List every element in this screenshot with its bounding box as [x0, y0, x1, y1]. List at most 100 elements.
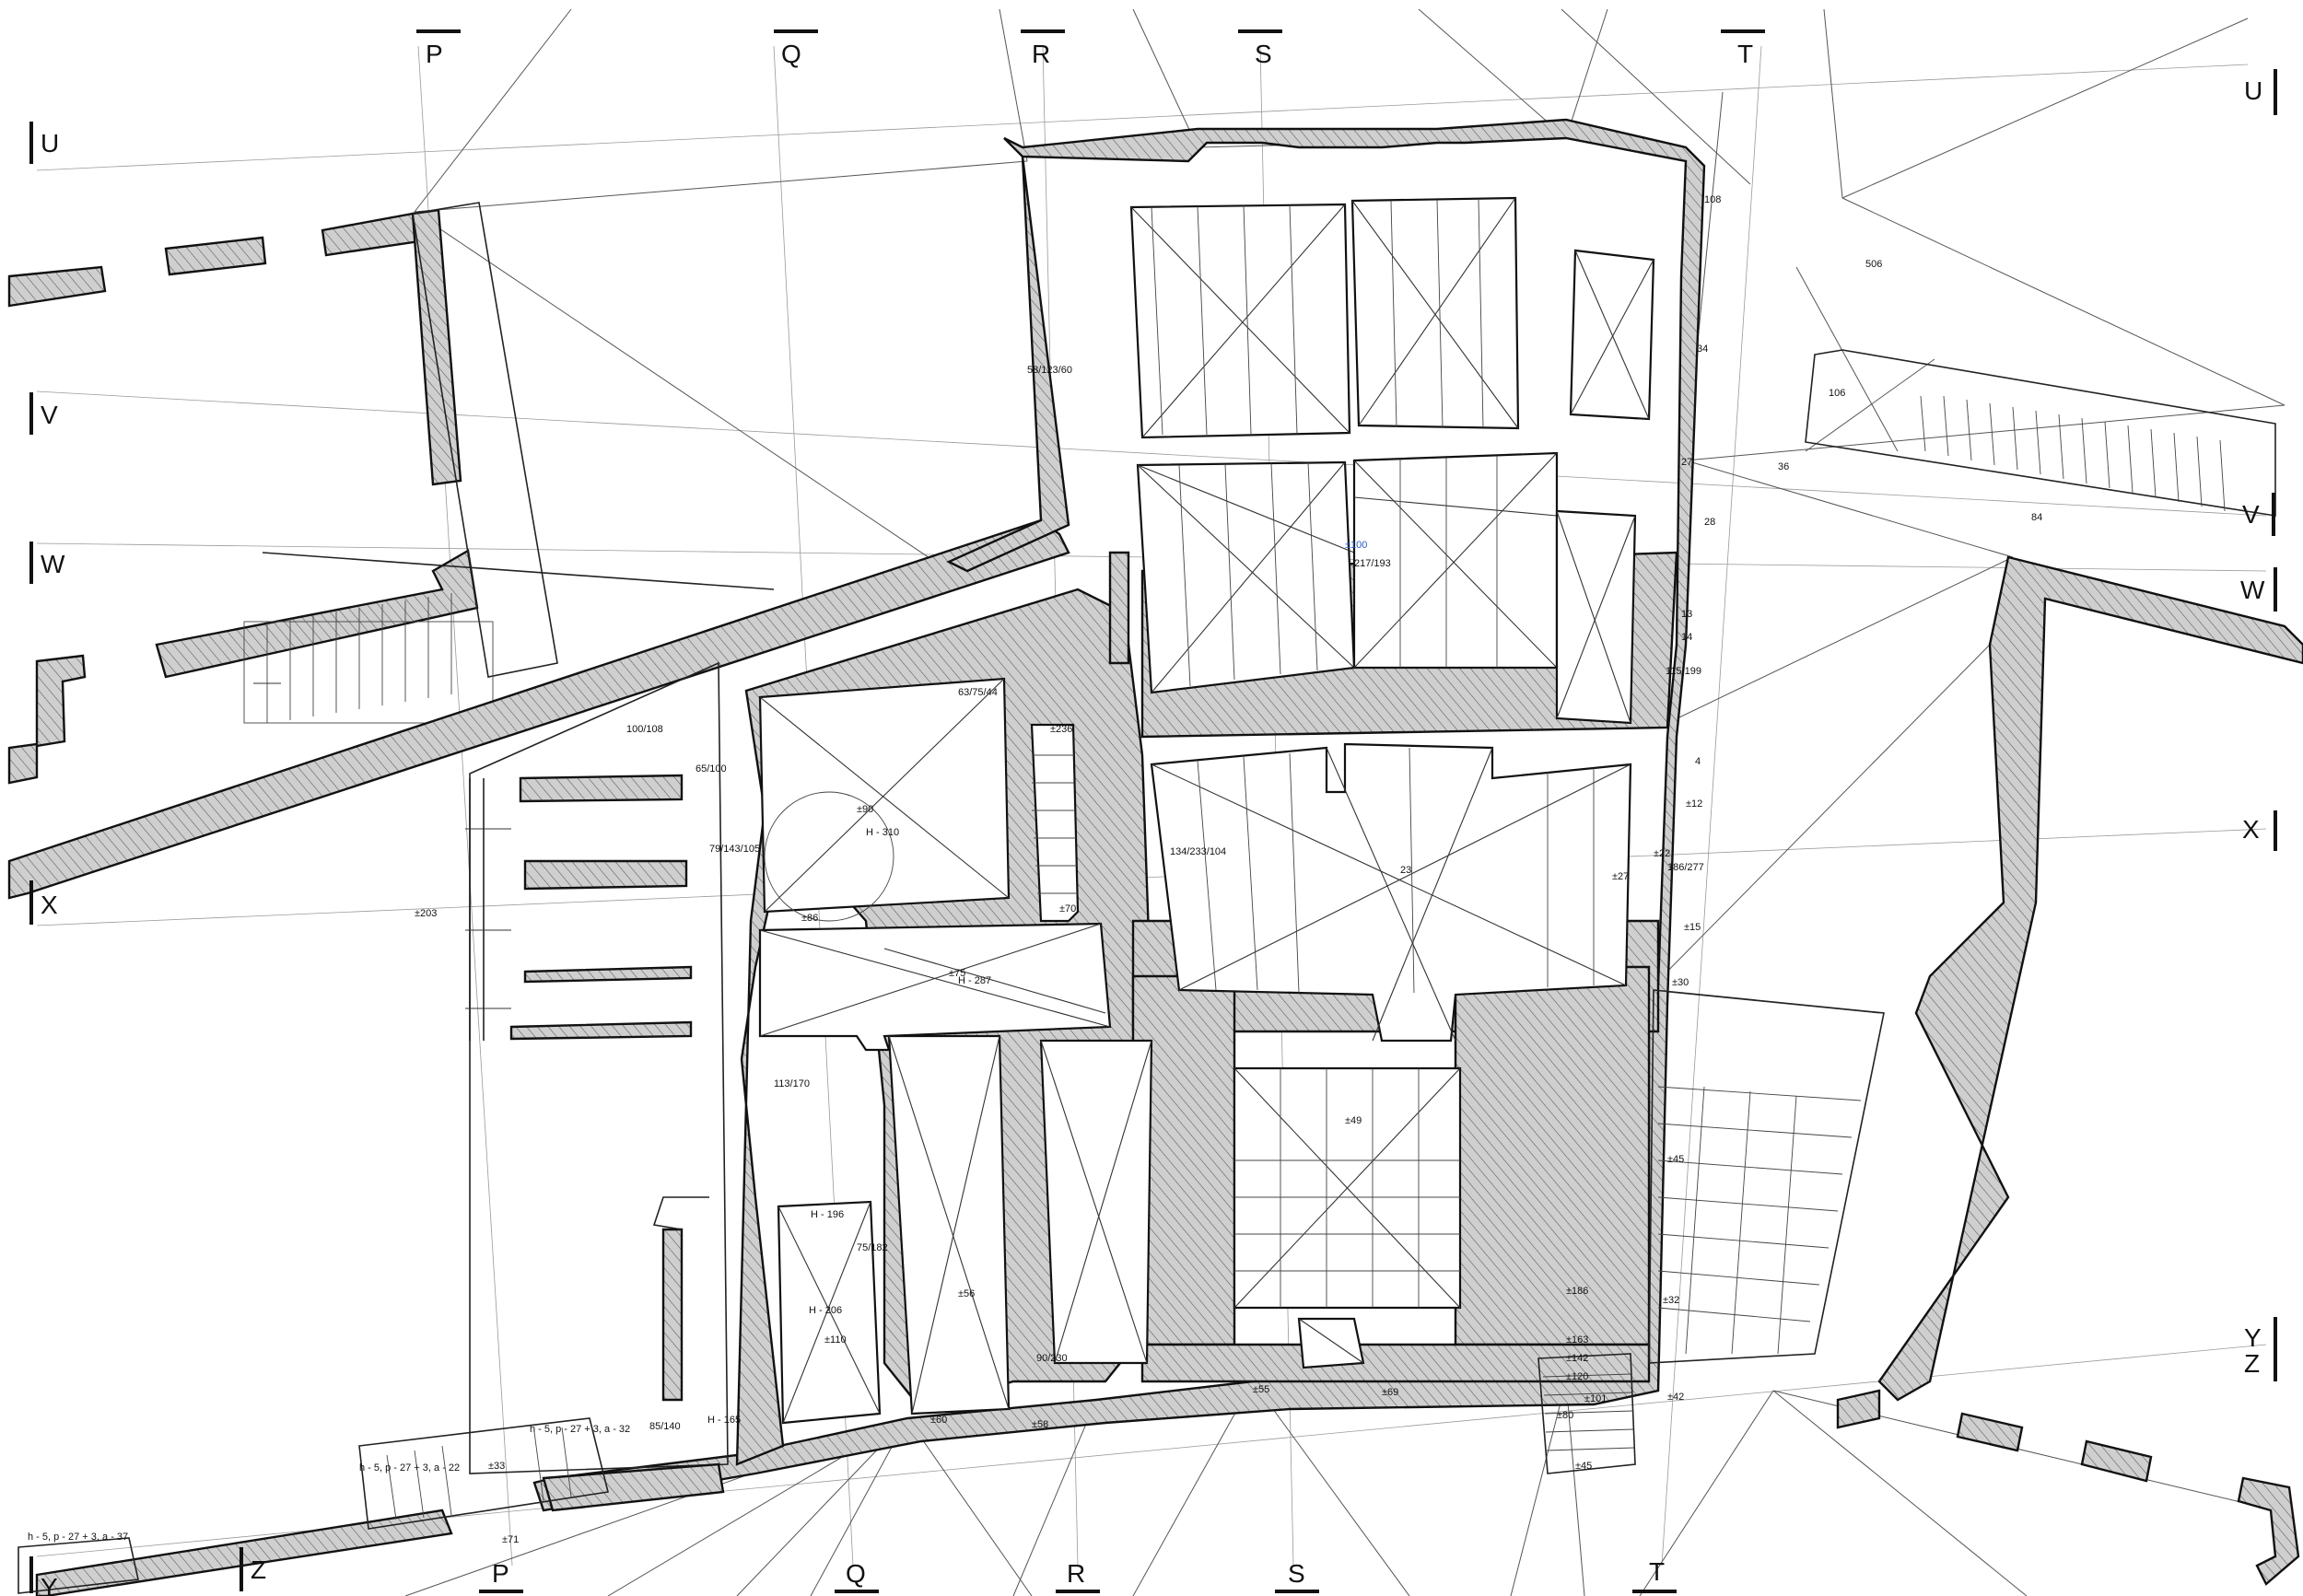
grid-label-bottom-s: S	[1288, 1559, 1305, 1588]
spot-level: ±203	[415, 908, 437, 919]
spot-level: ±45	[1667, 1154, 1684, 1165]
spot-level: 23	[1400, 865, 1411, 876]
west-stair	[243, 593, 494, 724]
grid-label-right-u: U	[2244, 76, 2262, 105]
spot-level: ±22	[1654, 848, 1670, 859]
spot-level: ±49	[1345, 1115, 1362, 1126]
spot-level: ±30	[1672, 977, 1689, 988]
spot-level: 36	[1778, 461, 1789, 472]
east-stair	[1920, 395, 2226, 512]
spot-level: ±15	[1684, 922, 1701, 933]
spot-level: ±110	[824, 1334, 847, 1346]
grid-label-left-w: W	[41, 550, 65, 578]
spot-level: 27	[1681, 457, 1692, 468]
spot-level: ±142	[1566, 1353, 1588, 1364]
grid-labels-right: U V W X Y Z	[2240, 69, 2277, 1381]
room-dimensions: 75/182	[857, 1242, 888, 1253]
room-dimensions: 79/143/105	[709, 844, 760, 855]
spot-level: ±56	[958, 1288, 975, 1299]
spot-level: 106	[1829, 388, 1845, 399]
grid-label-right-x: X	[2242, 815, 2260, 844]
grid-label-left-x: X	[41, 891, 58, 919]
spot-level: 34	[1697, 344, 1708, 355]
spot-level: ±80	[1557, 1410, 1573, 1421]
west-corridors	[465, 661, 729, 1474]
room-height: H - 287	[958, 975, 991, 986]
grid-label-left-u: U	[41, 129, 59, 157]
spot-level: ±75	[949, 968, 965, 979]
grid-label-right-z: Z	[2244, 1349, 2260, 1378]
room-dimensions: 58/123/60	[1027, 365, 1072, 376]
grid-label-top-r: R	[1032, 40, 1050, 68]
grid-labels-bottom: P Q R S T	[479, 1557, 1677, 1593]
spot-level: 108	[1704, 194, 1721, 205]
spot-level: ±45	[1575, 1461, 1592, 1472]
grid-label-left-z: Z	[251, 1555, 266, 1584]
survey-lines	[404, 8, 2285, 1596]
grid-label-right-w: W	[2240, 576, 2265, 604]
spot-level: 14	[1681, 632, 1692, 643]
room-dimensions: 186/277	[1667, 862, 1704, 873]
spot-level: ±236	[1050, 724, 1072, 735]
room-dimensions: 113/170	[774, 1078, 810, 1089]
grid-label-left-y: Y	[41, 1573, 58, 1596]
room-height: H - 206	[809, 1305, 842, 1316]
room-dimensions: 63/75/44	[958, 687, 998, 698]
spot-level: ±32	[1663, 1295, 1679, 1306]
grid-label-top-q: Q	[781, 40, 801, 68]
room-dimensions: 90/230	[1036, 1353, 1068, 1364]
spot-level: 13	[1681, 609, 1692, 620]
rooms	[758, 196, 1655, 1425]
stair-spec: h - 5, p - 27 + 3, a - 32	[530, 1424, 630, 1435]
spot-level: ±27	[1612, 871, 1629, 882]
spot-levels: ±90 ±70 ±75 ±60 ±58 ±56 ±55 ±49 ±42 ±33 …	[415, 194, 2042, 1545]
grid-label-right-y: Y	[2244, 1323, 2262, 1352]
room-dimensions: 134/233/104	[1170, 846, 1226, 857]
spot-level-highlighted: ±100	[1345, 540, 1367, 551]
spot-level: ±163	[1566, 1334, 1588, 1346]
spot-level: ±42	[1667, 1392, 1684, 1403]
room-height: H - 310	[866, 827, 899, 838]
east-wing	[1648, 349, 2303, 1586]
spot-level: ±71	[502, 1534, 519, 1545]
spot-level: 4	[1695, 756, 1701, 767]
spot-level: ±90	[857, 804, 873, 815]
grid-label-left-v: V	[41, 401, 58, 429]
grid-labels-left: U V W X Y Z	[29, 122, 266, 1596]
spot-level: ±101	[1584, 1393, 1607, 1404]
spot-level: ±69	[1382, 1387, 1398, 1398]
room-height: H - 165	[707, 1415, 741, 1426]
room-dimensions: 217/193	[1354, 558, 1391, 569]
spot-level: ±12	[1686, 798, 1702, 810]
room-dimensions: 65/100	[696, 763, 727, 775]
room-dimensions: 85/140	[649, 1421, 681, 1432]
spot-level: ±60	[930, 1415, 947, 1426]
grid-labels-top: P Q R S T	[416, 29, 1765, 68]
spot-level: 28	[1704, 517, 1715, 528]
stair-spec: h - 5, p - 27 + 3, a - 22	[359, 1462, 460, 1474]
grid-label-right-v: V	[2242, 500, 2260, 529]
room-height: H - 196	[811, 1209, 844, 1220]
room-annotations: H - 310 H - 287 H - 196 H - 206 H - 165 …	[28, 365, 1704, 1543]
grid-label-bottom-q: Q	[846, 1559, 866, 1588]
spot-level: 84	[2031, 512, 2042, 523]
east-lower-stair	[1657, 1086, 1862, 1355]
room-dimensions: 115/199	[1666, 666, 1701, 677]
grid-label-bottom-r: R	[1067, 1559, 1085, 1588]
spot-level: ±33	[488, 1461, 505, 1472]
spot-level: ±55	[1253, 1384, 1269, 1395]
spot-level: ±120	[1566, 1371, 1588, 1382]
grid-label-top-s: S	[1255, 40, 1272, 68]
spot-level: ±186	[1566, 1286, 1588, 1297]
grid-label-top-p: P	[426, 40, 443, 68]
west-building	[7, 202, 775, 785]
grid-label-bottom-p: P	[492, 1559, 509, 1588]
spot-level: ±58	[1032, 1419, 1048, 1430]
spot-level: ±70	[1059, 903, 1076, 914]
spot-level: ±86	[801, 913, 818, 924]
grid-label-top-t: T	[1737, 40, 1753, 68]
south-west-structures	[18, 1353, 1636, 1596]
room-dimensions: 100/108	[626, 724, 663, 735]
spot-level: 506	[1865, 259, 1882, 270]
